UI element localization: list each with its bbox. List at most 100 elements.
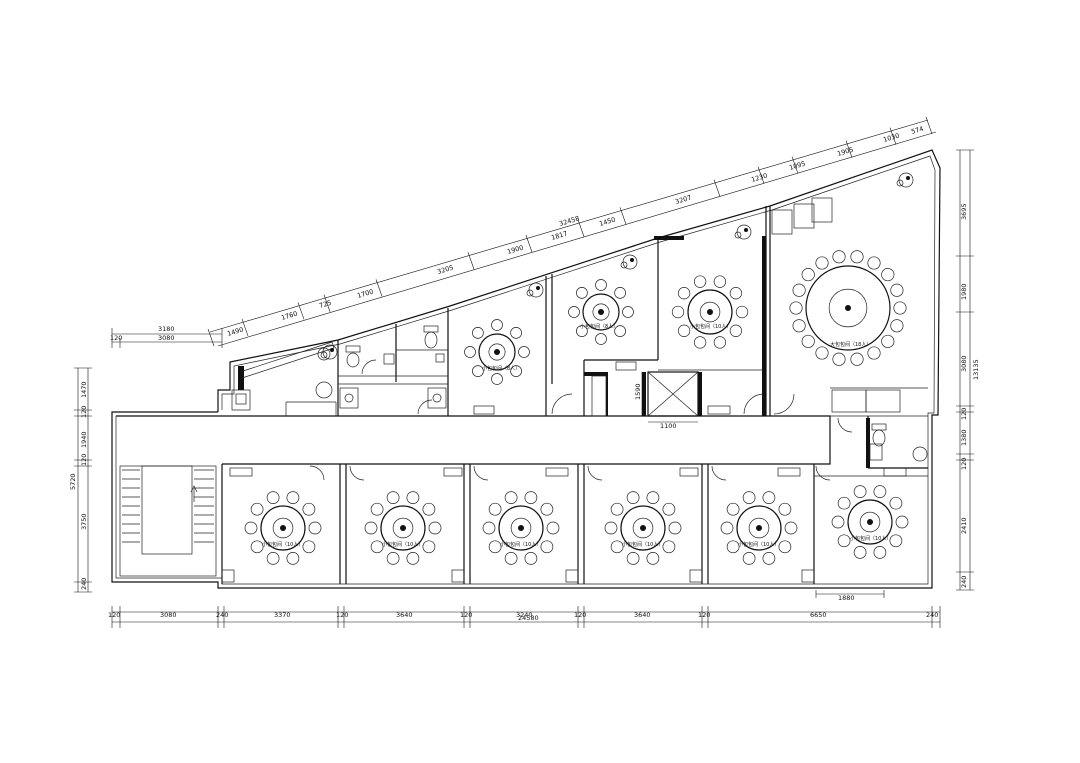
chair-icon <box>286 491 300 504</box>
chair-icon <box>386 552 400 565</box>
dim-right-seg: 3695 <box>960 203 968 220</box>
chair-icon <box>472 365 484 377</box>
chair-icon <box>778 502 792 516</box>
chair-icon <box>729 287 743 300</box>
dim-left-top-upper: 3180 <box>158 325 175 333</box>
chair-icon <box>626 491 640 504</box>
chair-icon <box>510 365 522 377</box>
dim-elevator-width: 1100 <box>660 422 677 430</box>
chair-icon <box>518 346 530 358</box>
dim-bottom-total: 24580 <box>518 614 539 622</box>
dim-door-width: 1880 <box>838 594 855 602</box>
chair-icon <box>837 496 851 510</box>
chair-icon <box>604 521 618 535</box>
room-label: 小包包间（10人） <box>738 541 779 548</box>
chair-icon <box>546 521 560 535</box>
sink-icon <box>339 387 359 409</box>
toilet-icon <box>423 325 439 349</box>
chair-icon <box>729 324 743 337</box>
chair-icon <box>464 346 476 358</box>
chair-icon <box>713 275 727 288</box>
dim-bottom-seg: 120 <box>574 611 586 619</box>
chair-icon <box>677 324 691 337</box>
chair-icon <box>568 306 580 318</box>
dim-left-seg: 120 <box>80 454 88 466</box>
dim-top-seg: 3205 <box>436 264 454 276</box>
dim-left-seg: 1940 <box>80 431 88 448</box>
chair-icon <box>890 319 904 333</box>
chair-icon <box>266 552 280 565</box>
chair-icon <box>472 327 484 339</box>
dim-bottom-seg: 3240 <box>516 611 533 619</box>
chair-icon <box>646 552 660 565</box>
room-label: 小包包间（10人） <box>690 323 731 330</box>
dim-bottom-seg: 3640 <box>634 611 651 619</box>
chair-icon <box>428 521 442 535</box>
chair-icon <box>850 250 864 264</box>
chair-icon <box>726 540 740 554</box>
chair-icon <box>801 268 815 282</box>
chair-icon <box>815 346 829 360</box>
chair-icon <box>762 552 776 565</box>
chair-icon <box>873 485 887 498</box>
dim-bottom-seg: 240 <box>216 611 228 619</box>
dim-top-seg: 1760 <box>280 310 298 322</box>
dim-top-seg: 574 <box>910 125 924 136</box>
chair-icon <box>893 301 907 315</box>
room-label: 小包包间（10人） <box>500 541 541 548</box>
dim-bottom-seg: 3640 <box>396 611 413 619</box>
chair-icon <box>386 491 400 504</box>
room-label: 小包包间（10人） <box>382 541 423 548</box>
chair-icon <box>778 540 792 554</box>
restrooms <box>339 325 928 462</box>
table-icon <box>380 505 426 551</box>
plant-icon <box>320 344 338 360</box>
dining-tables <box>244 250 909 565</box>
dim-bottom-seg: 120 <box>698 611 710 619</box>
room-label: 大包包间（18人） <box>830 341 871 348</box>
dim-right-seg: 2410 <box>960 517 968 534</box>
chair-icon <box>250 502 264 516</box>
chair-icon <box>735 305 749 319</box>
dim-bottom-seg: 3080 <box>160 611 177 619</box>
outer-walls <box>111 149 941 589</box>
top-dimension-line: 32458 1490 1760 725 1700 3205 1900 1817 … <box>207 116 937 347</box>
chair-icon <box>867 256 881 270</box>
chair-icon <box>626 552 640 565</box>
bottom-dimension: 24580 120 3080 240 3370 120 3640 120 324… <box>108 590 941 628</box>
table-icon <box>736 505 782 551</box>
dim-left-seg: 1470 <box>80 381 88 398</box>
room-label: 小包包间（8人） <box>482 365 520 372</box>
chair-icon <box>837 534 851 548</box>
chair-icon <box>792 283 806 297</box>
chair-icon <box>646 491 660 504</box>
right-dimension: 13135 3695 1980 3080 120 1380 120 2410 2… <box>956 149 980 591</box>
chair-icon <box>671 305 685 319</box>
chair-icon <box>524 552 538 565</box>
chair-icon <box>792 319 806 333</box>
chair-icon <box>364 521 378 535</box>
chair-icon <box>815 256 829 270</box>
chair-icon <box>406 552 420 565</box>
corridor <box>116 401 831 465</box>
dim-bottom-seg: 6650 <box>810 611 827 619</box>
chair-icon <box>510 327 522 339</box>
dim-right-seg: 120 <box>960 408 968 420</box>
chair-icon <box>762 491 776 504</box>
elevator-dimension: 1100 1590 <box>634 372 698 430</box>
bottom-rooms <box>221 464 928 584</box>
chair-icon <box>370 502 384 516</box>
left-dimension: 5720 1470 120 1940 120 3750 240 <box>69 367 92 593</box>
dim-elevator-height: 1590 <box>634 383 642 400</box>
plants <box>320 172 914 360</box>
chair-icon <box>895 515 909 529</box>
chair-icon <box>881 334 895 348</box>
dim-left-outer: 5720 <box>69 473 77 490</box>
chair-icon <box>504 552 518 565</box>
table-icon <box>847 499 893 545</box>
room-labels: 小包包间（8人） 小包包间（8人） 小包包间（10人） 大包包间（18人） 小包… <box>262 323 891 548</box>
dim-right-seg: 3080 <box>960 355 968 372</box>
table-icon <box>687 289 733 335</box>
chair-icon <box>867 346 881 360</box>
toilet-icon <box>871 423 887 447</box>
